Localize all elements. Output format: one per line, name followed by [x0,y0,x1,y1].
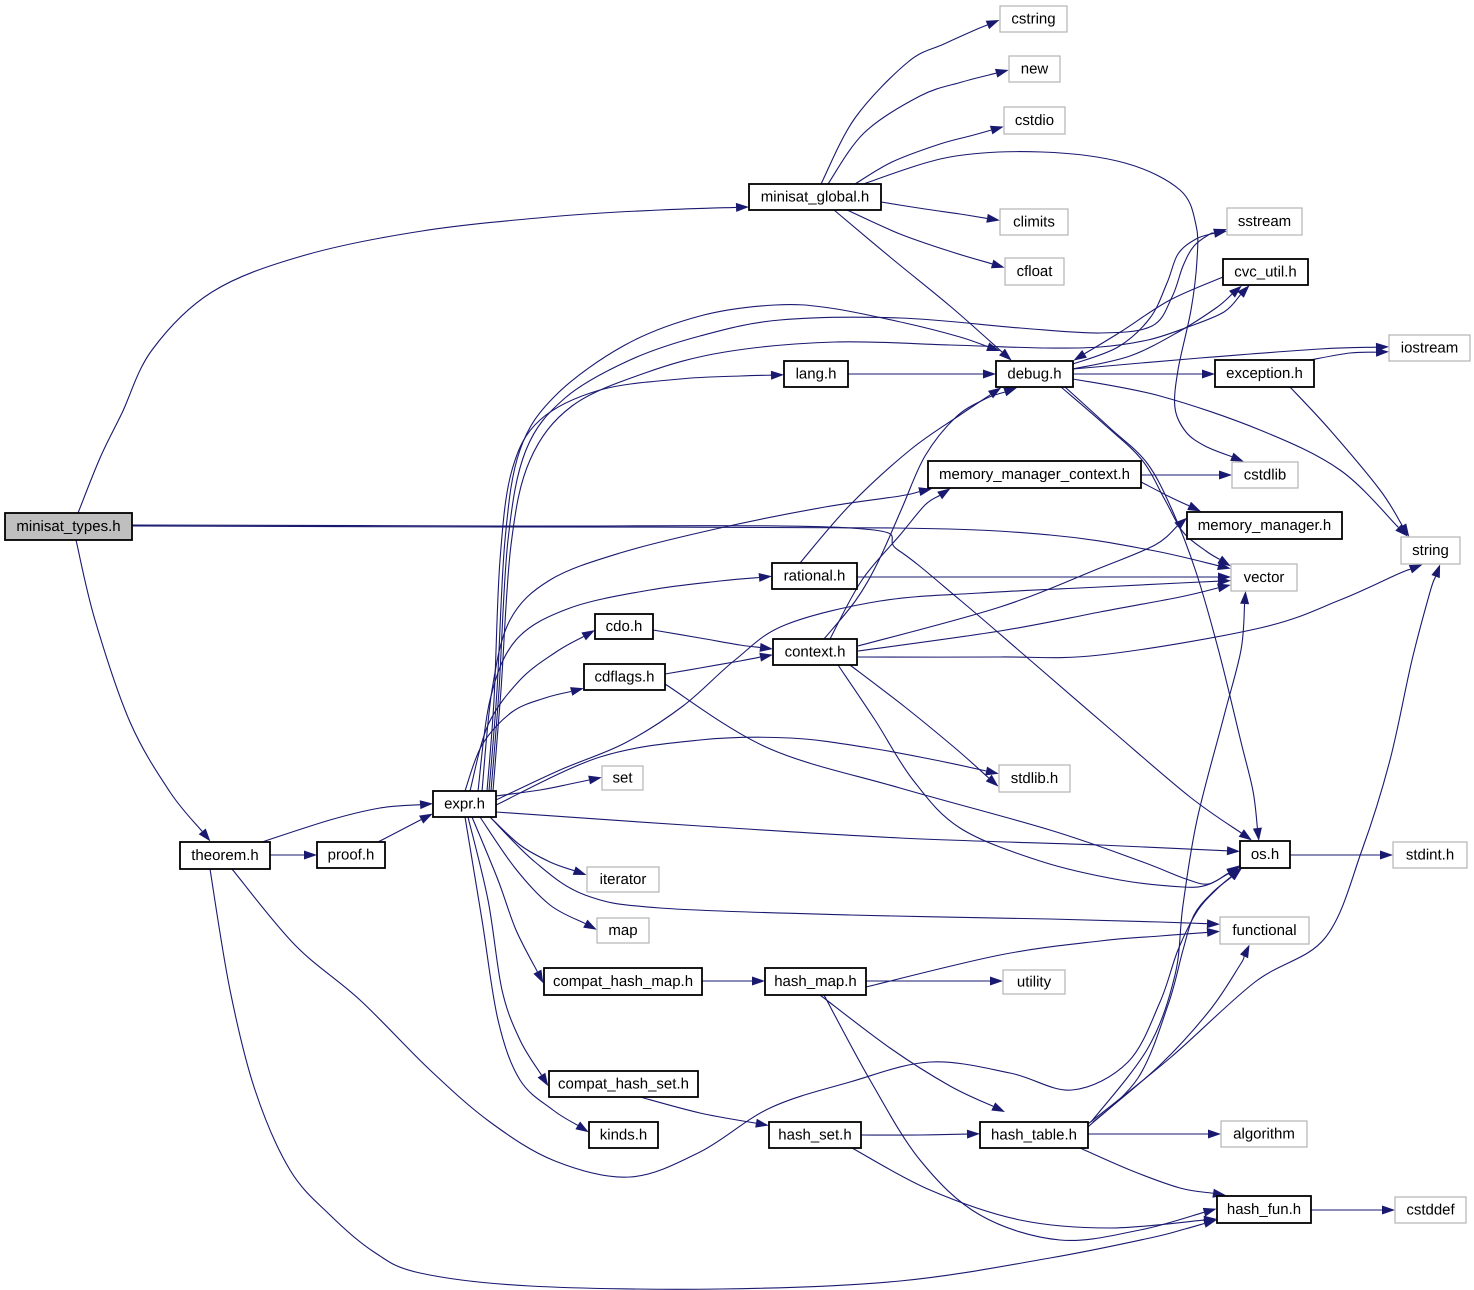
svg-text:hash_table.h: hash_table.h [991,1127,1077,1144]
svg-text:cstdio: cstdio [1015,112,1054,129]
svg-text:algorithm: algorithm [1233,1126,1295,1143]
svg-text:cvc_util.h: cvc_util.h [1234,264,1297,281]
svg-text:os.h: os.h [1251,846,1279,863]
svg-text:sstream: sstream [1238,213,1291,230]
svg-text:cdflags.h: cdflags.h [594,669,654,686]
svg-text:iostream: iostream [1401,340,1459,357]
svg-text:memory_manager_context.h: memory_manager_context.h [939,466,1130,483]
svg-text:hash_fun.h: hash_fun.h [1227,1201,1301,1218]
svg-text:utility: utility [1017,974,1052,991]
svg-text:cdo.h: cdo.h [606,618,643,635]
svg-text:theorem.h: theorem.h [191,847,259,864]
svg-text:lang.h: lang.h [796,366,837,383]
svg-text:cstdlib: cstdlib [1244,467,1287,484]
svg-text:expr.h: expr.h [444,796,485,813]
svg-text:cstring: cstring [1011,11,1055,28]
svg-text:iterator: iterator [600,871,647,888]
svg-text:string: string [1412,542,1449,559]
svg-text:stdint.h: stdint.h [1406,847,1454,864]
svg-text:functional: functional [1232,922,1296,939]
svg-text:minisat_types.h: minisat_types.h [16,518,120,535]
svg-text:exception.h: exception.h [1226,365,1303,382]
svg-text:compat_hash_set.h: compat_hash_set.h [558,1076,689,1093]
svg-text:compat_hash_map.h: compat_hash_map.h [553,973,693,990]
svg-text:hash_map.h: hash_map.h [774,973,857,990]
svg-text:proof.h: proof.h [328,847,375,864]
svg-text:stdlib.h: stdlib.h [1011,770,1059,787]
svg-text:cstddef: cstddef [1406,1202,1455,1219]
svg-text:debug.h: debug.h [1007,366,1061,383]
svg-text:context.h: context.h [785,644,846,661]
svg-text:cfloat: cfloat [1017,263,1054,280]
svg-text:memory_manager.h: memory_manager.h [1198,517,1331,534]
svg-text:hash_set.h: hash_set.h [778,1127,851,1144]
svg-text:map: map [608,922,637,939]
svg-text:kinds.h: kinds.h [600,1127,648,1144]
svg-text:climits: climits [1013,214,1055,231]
svg-text:minisat_global.h: minisat_global.h [761,189,869,206]
svg-text:new: new [1021,61,1049,78]
svg-text:vector: vector [1244,569,1285,586]
svg-text:set: set [612,770,633,787]
svg-text:rational.h: rational.h [784,568,846,585]
